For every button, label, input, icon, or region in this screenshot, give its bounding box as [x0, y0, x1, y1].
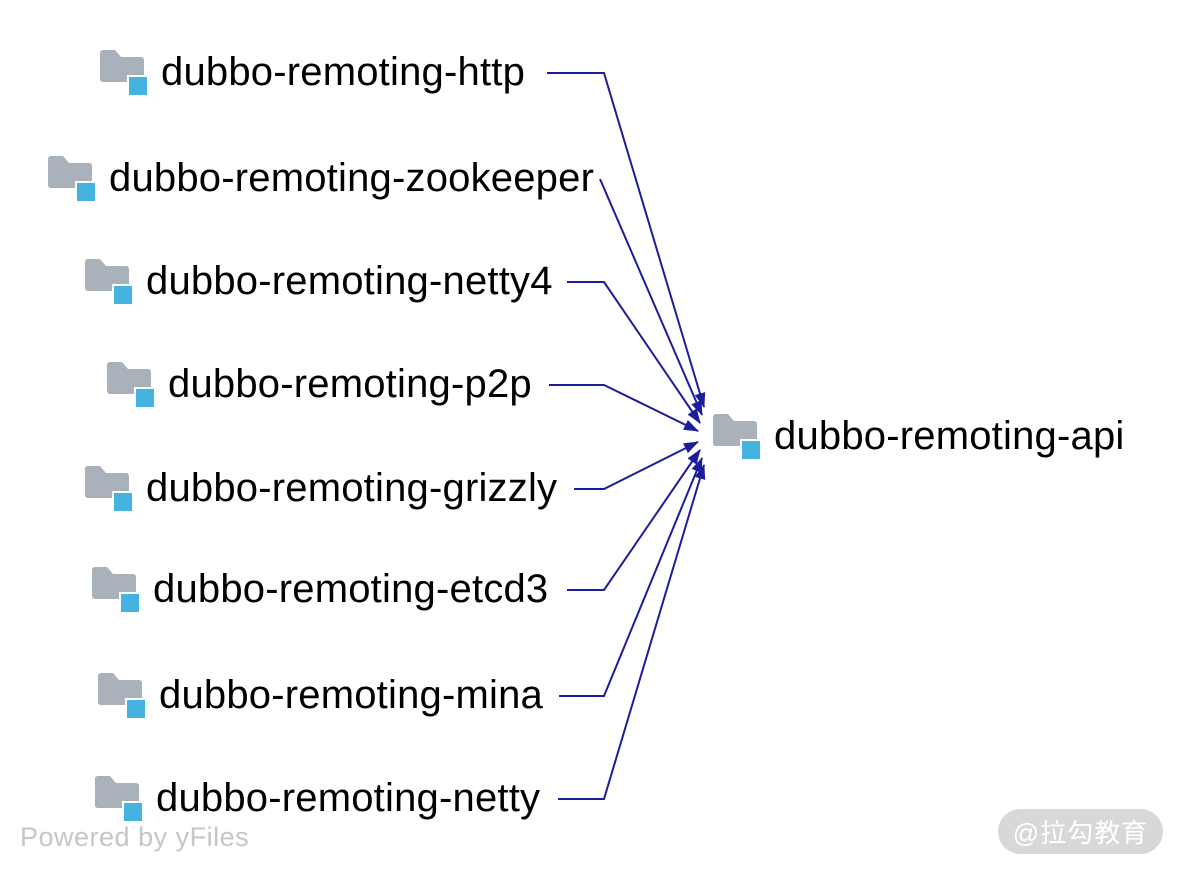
- folder-shape: [95, 776, 139, 808]
- node-dubbo-remoting-mina: dubbo-remoting-mina: [98, 673, 543, 720]
- folder-shape: [92, 567, 136, 599]
- edge-etcd3-to-api: [567, 449, 701, 591]
- folder-badge-square: [127, 75, 149, 97]
- powered-by-yfiles-watermark: Powered by yFiles: [20, 822, 250, 852]
- node-dubbo-remoting-api: dubbo-remoting-api: [713, 414, 1124, 461]
- node-dubbo-remoting-zookeeper: dubbo-remoting-zookeeper: [48, 156, 594, 203]
- node-label: dubbo-remoting-etcd3: [153, 566, 549, 611]
- node-label: dubbo-remoting-p2p: [168, 361, 532, 406]
- node-dubbo-remoting-grizzly: dubbo-remoting-grizzly: [85, 466, 557, 513]
- folder-icon: [107, 362, 156, 409]
- folder-shape: [85, 466, 129, 498]
- folder-badge-square: [125, 698, 147, 720]
- folder-icon: [98, 673, 147, 720]
- folder-icon: [713, 414, 762, 461]
- folder-icon: [85, 259, 134, 306]
- folder-icon: [95, 776, 144, 823]
- folder-badge-square: [122, 801, 144, 823]
- folder-icon: [85, 466, 134, 513]
- folder-icon: [48, 156, 97, 203]
- folder-shape: [48, 156, 92, 188]
- edge-netty4-to-api: [567, 281, 701, 424]
- folder-icon: [100, 50, 149, 97]
- node-dubbo-remoting-netty4: dubbo-remoting-netty4: [85, 259, 553, 306]
- lagou-education-badge: @拉勾教育: [998, 809, 1163, 854]
- node-dubbo-remoting-etcd3: dubbo-remoting-etcd3: [92, 567, 548, 614]
- edge-zookeeper-to-api: [599, 178, 703, 416]
- folder-badge-square: [112, 491, 134, 513]
- folder-badge-square: [119, 592, 141, 614]
- node-dubbo-remoting-netty: dubbo-remoting-netty: [95, 776, 540, 823]
- folder-badge-square: [134, 387, 156, 409]
- node-label: dubbo-remoting-netty: [156, 775, 541, 820]
- edge-grizzly-to-api: [574, 441, 699, 490]
- edge-netty-to-api: [558, 464, 706, 800]
- folder-shape: [107, 362, 151, 394]
- node-label: dubbo-remoting-zookeeper: [109, 155, 595, 200]
- folder-shape: [100, 50, 144, 82]
- folder-badge-square: [112, 284, 134, 306]
- edge-mina-to-api: [559, 457, 703, 697]
- folder-shape: [85, 259, 129, 291]
- node-label: dubbo-remoting-netty4: [146, 258, 553, 303]
- edge-http-to-api: [547, 72, 706, 408]
- node-label: dubbo-remoting-api: [774, 413, 1125, 458]
- node-label: dubbo-remoting-mina: [159, 672, 543, 717]
- edge-p2p-to-api: [549, 384, 699, 432]
- node-dubbo-remoting-http: dubbo-remoting-http: [100, 50, 525, 97]
- folder-shape: [713, 414, 757, 446]
- folder-badge-square: [75, 181, 97, 203]
- folder-badge-square: [740, 439, 762, 461]
- folder-shape: [98, 673, 142, 705]
- node-label: dubbo-remoting-http: [161, 49, 526, 94]
- folder-icon: [92, 567, 141, 614]
- node-label: dubbo-remoting-grizzly: [146, 465, 558, 510]
- node-dubbo-remoting-p2p: dubbo-remoting-p2p: [107, 362, 532, 409]
